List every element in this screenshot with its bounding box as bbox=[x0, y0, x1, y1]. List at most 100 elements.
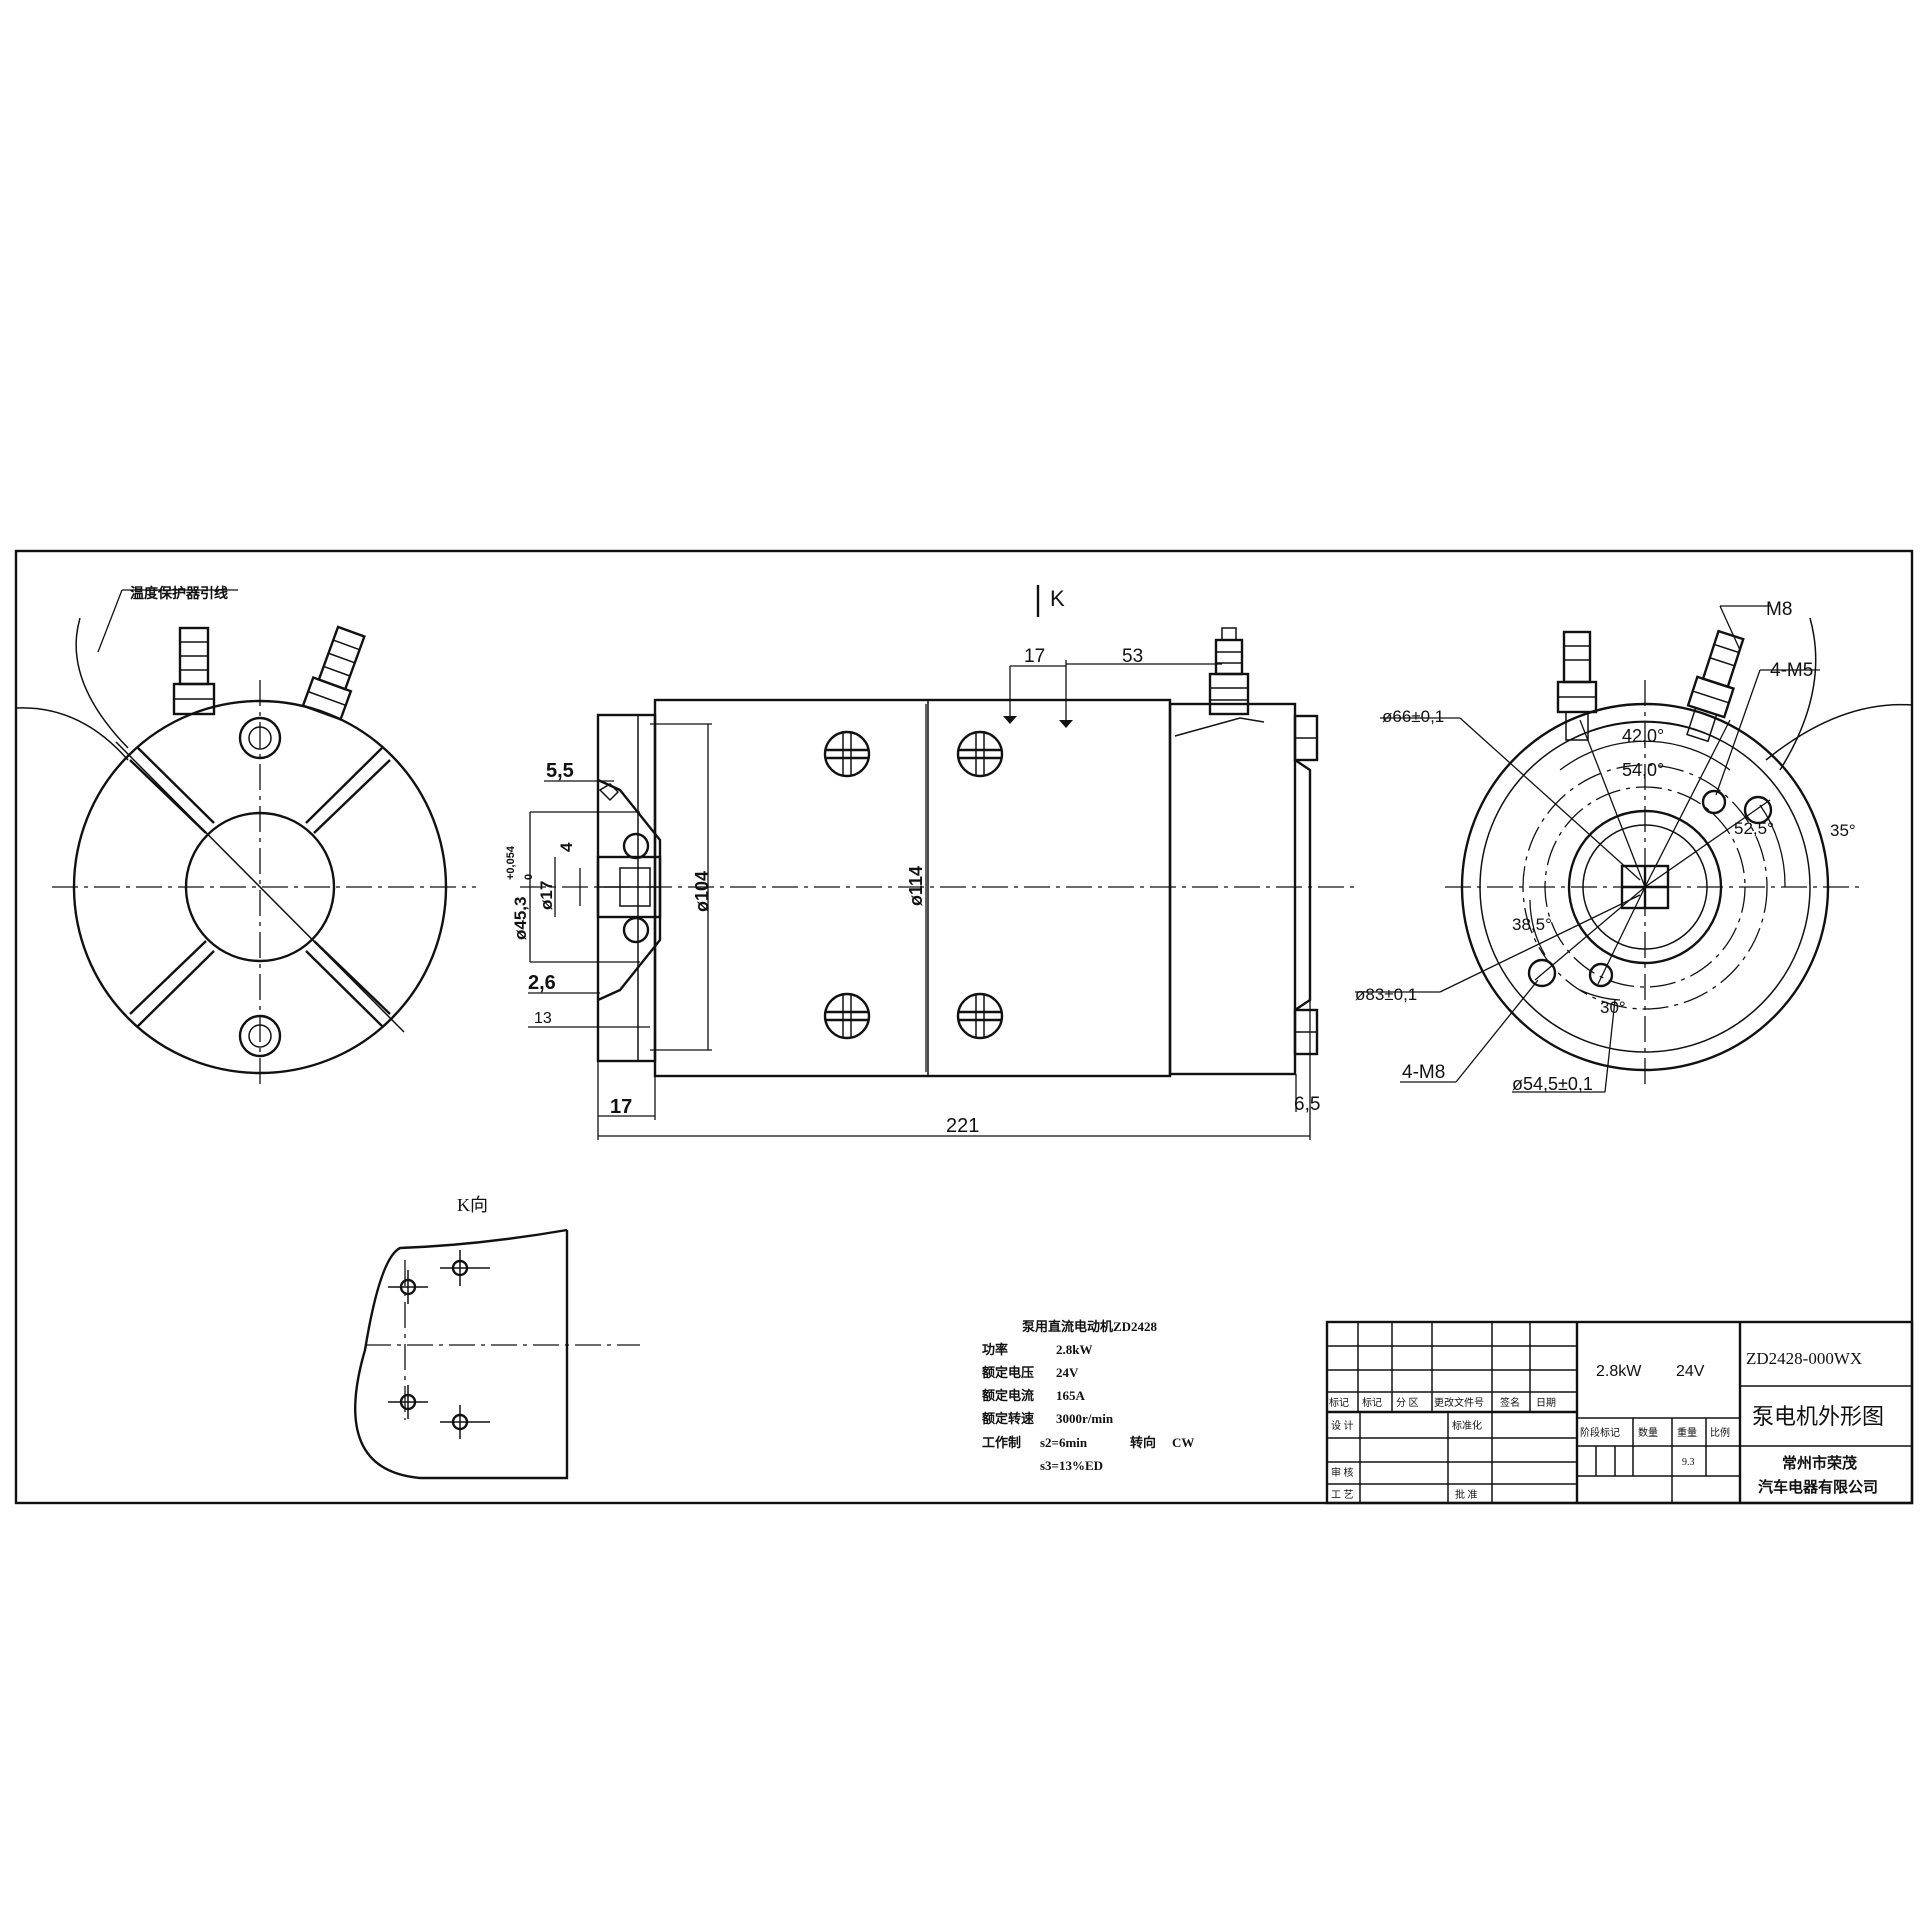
dim-d66: ø66±0,1 bbox=[1382, 707, 1444, 726]
body-screws bbox=[823, 730, 1004, 1040]
dim-4-m5: 4-M5 bbox=[1770, 660, 1813, 681]
spec-label-current: 额定电流 bbox=[982, 1388, 1034, 1403]
top-marker-2 bbox=[1059, 720, 1073, 728]
dim-45-tol0: 0 bbox=[523, 874, 535, 880]
drawing-frame bbox=[14, 549, 1914, 1505]
title-block: 标记 标记 分 区 更改文件号 签名 日期 设 计 标准化 审 核 工 艺 批 … bbox=[1325, 1320, 1914, 1505]
dim-17-top: 17 bbox=[1024, 646, 1045, 667]
dim-221: 221 bbox=[946, 1115, 979, 1137]
spoke-ll-b bbox=[137, 950, 215, 1027]
front-view: 温度保护器引线 bbox=[15, 585, 476, 1085]
dim-104: ø104 bbox=[692, 871, 712, 912]
lead-wire-label: 温度保护器引线 bbox=[130, 585, 228, 602]
tb-scale: 比例 bbox=[1710, 1426, 1730, 1439]
tb-approve: 批 准 bbox=[1455, 1488, 1478, 1501]
tb-header-3: 分 区 bbox=[1396, 1397, 1419, 1409]
hole-m5-2 bbox=[1588, 962, 1614, 988]
end-terminal-right bbox=[1686, 629, 1745, 743]
spec-value-rotation: CW bbox=[1172, 1435, 1194, 1450]
hole-m8-2 bbox=[1527, 958, 1557, 988]
tb-header-5: 签名 bbox=[1500, 1396, 1520, 1409]
hole-m5-1 bbox=[1701, 789, 1727, 815]
k-view-label: K向 bbox=[457, 1195, 488, 1215]
end-lead-loop bbox=[1779, 617, 1817, 771]
tb-drawing-name: 泵电机外形图 bbox=[1752, 1404, 1884, 1429]
lead-wire-left bbox=[15, 707, 129, 761]
spec-block: 泵用直流电动机ZD2428 功率 2.8kW 额定电压 24V 额定电流 165… bbox=[982, 1319, 1194, 1473]
bearing-bottom bbox=[622, 916, 650, 944]
dim-d54-5: ø54,5±0,1 bbox=[1512, 1074, 1593, 1094]
spec-value-power: 2.8kW bbox=[1056, 1342, 1092, 1357]
spec-value-voltage: 24V bbox=[1056, 1365, 1079, 1380]
tb-power: 2.8kW bbox=[1596, 1363, 1642, 1380]
tb-design: 设 计 bbox=[1331, 1419, 1354, 1432]
bolt-hole-bottom-inner bbox=[248, 1024, 272, 1048]
dim-13: 13 bbox=[534, 1010, 552, 1027]
dim-5-5: 5,5 bbox=[546, 760, 574, 782]
rear-end-cap bbox=[1168, 702, 1297, 1076]
top-marker-1 bbox=[1003, 716, 1017, 724]
dim-45-tol: +0,054 bbox=[505, 845, 517, 880]
spoke-ur-a bbox=[313, 759, 391, 834]
dim-2-6: 2,6 bbox=[528, 972, 556, 994]
tb-company-1: 常州市荣茂 bbox=[1782, 1454, 1857, 1472]
spec-label-speed: 额定转速 bbox=[982, 1411, 1034, 1426]
spoke-ul-b bbox=[137, 747, 215, 824]
side-terminal bbox=[1208, 627, 1250, 716]
side-view: K bbox=[505, 585, 1355, 1140]
spec-title: 泵用直流电动机ZD2428 bbox=[1022, 1319, 1158, 1334]
dim-angle-52-5: 52,5° bbox=[1734, 819, 1774, 838]
tb-weight: 数量 bbox=[1638, 1426, 1658, 1439]
tb-header-6: 日期 bbox=[1536, 1397, 1556, 1409]
k-view-outline bbox=[354, 1228, 569, 1480]
tb-header-4: 更改文件号 bbox=[1434, 1396, 1484, 1409]
hole-m8-1 bbox=[1743, 795, 1773, 825]
dim-17-bottom: 17 bbox=[610, 1096, 632, 1118]
tb-header-1: 标记 bbox=[1329, 1397, 1349, 1409]
spec-label-power: 功率 bbox=[982, 1342, 1008, 1357]
terminal-bracket bbox=[1174, 717, 1265, 737]
spec-value-speed: 3000r/min bbox=[1056, 1411, 1114, 1426]
tb-stage: 阶段标记 bbox=[1580, 1426, 1620, 1439]
front-diagonal bbox=[115, 741, 405, 1033]
k-view-holes bbox=[388, 1250, 490, 1439]
spec-label-rotation: 转向 bbox=[1130, 1435, 1156, 1450]
view-k-mark: K bbox=[1050, 586, 1065, 611]
bolt-hole-top-inner bbox=[248, 726, 272, 750]
rear-cap-edge bbox=[1294, 759, 1312, 1011]
dim-4-m8: 4-M8 bbox=[1402, 1062, 1445, 1083]
dim-angle-38-5: 38,5° bbox=[1512, 915, 1552, 934]
tb-scale-value: 9.3 bbox=[1682, 1457, 1695, 1468]
spec-label-duty: 工作制 bbox=[982, 1435, 1021, 1450]
spec-value-current: 165A bbox=[1056, 1388, 1086, 1403]
dim-angle-42: 42,0° bbox=[1622, 726, 1664, 746]
dim-17-shaft: ø17 bbox=[537, 881, 556, 910]
front-terminal-right bbox=[301, 625, 366, 721]
tb-process: 工 艺 bbox=[1331, 1489, 1354, 1501]
spoke-lr-b bbox=[305, 950, 383, 1027]
lead-wire-loop bbox=[75, 617, 129, 749]
spoke-ur-b bbox=[305, 747, 383, 824]
dim-angle-30: 30° bbox=[1600, 998, 1626, 1017]
dim-6-5: 6,5 bbox=[1294, 1094, 1320, 1115]
dim-d83: ø83±0,1 bbox=[1355, 985, 1417, 1004]
dim-angle-35: 35° bbox=[1830, 821, 1856, 840]
k-view: K向 bbox=[354, 1195, 640, 1480]
tb-company-2: 汽车电器有限公司 bbox=[1758, 1478, 1878, 1496]
bolt-hole-bottom bbox=[238, 1014, 282, 1058]
spoke-ll-a bbox=[129, 940, 207, 1015]
spec-value-duty2: s3=13%ED bbox=[1040, 1458, 1103, 1473]
end-lead-wire bbox=[1765, 703, 1913, 761]
spec-label-voltage: 额定电压 bbox=[982, 1365, 1034, 1380]
front-terminal-left bbox=[172, 626, 216, 716]
end-view: M8 4-M5 ø66±0,1 42,0° 54,0° 52,5° 35° 38… bbox=[1355, 599, 1913, 1094]
tb-drawing-no: ZD2428-000WX bbox=[1746, 1349, 1862, 1368]
tb-review: 审 核 bbox=[1331, 1466, 1354, 1479]
lead-label-leader bbox=[97, 589, 123, 653]
bearing-top bbox=[622, 832, 650, 860]
bolt-hole-top bbox=[238, 716, 282, 760]
tb-voltage: 24V bbox=[1676, 1363, 1705, 1380]
tb-header-2: 标记 bbox=[1362, 1397, 1382, 1409]
end-terminal-left bbox=[1556, 630, 1598, 741]
